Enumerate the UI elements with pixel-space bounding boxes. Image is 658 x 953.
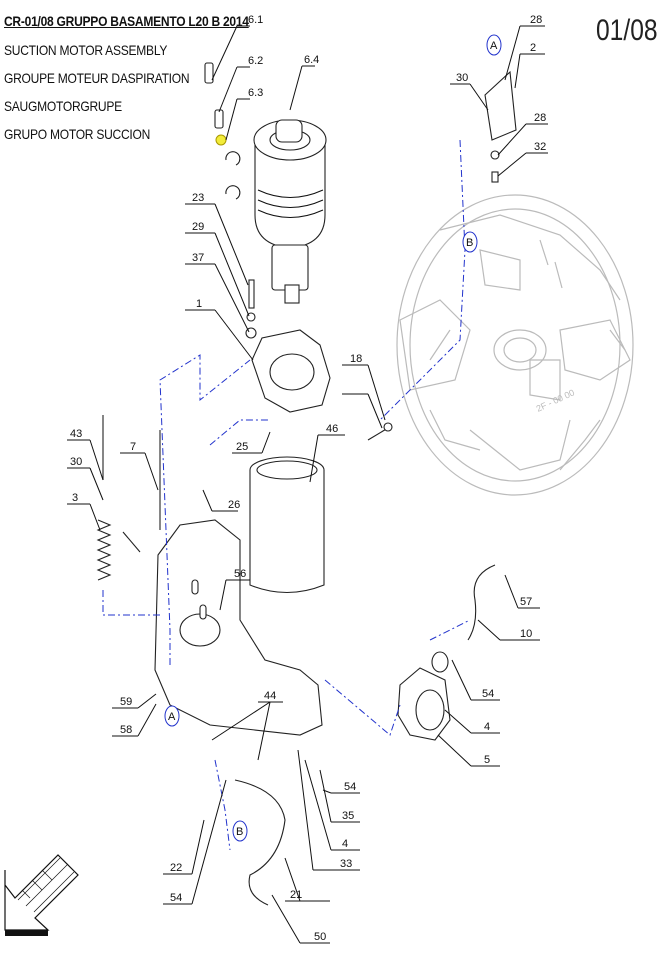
callout: 54 [170,892,182,904]
ref-marker-b-bottom: B [232,820,248,842]
callout: 32 [534,141,546,153]
callout: 6.4 [304,54,319,66]
callout: 4 [342,838,348,850]
leader-lines [67,25,548,944]
ref-marker-a-bottom: A [164,705,180,727]
callout: 44 [264,690,276,702]
callout: 6.1 [248,14,263,26]
callout: 6.3 [248,87,263,99]
callout: 30 [70,456,82,468]
callout: 21 [290,889,302,901]
callout: 2 [530,42,536,54]
callout: 25 [236,441,248,453]
suction-motor [253,119,327,304]
callout: 10 [520,628,532,640]
base-plate-ghost [396,194,634,496]
callout: 50 [314,931,326,943]
callout: 58 [120,724,132,736]
callout: 43 [70,428,82,440]
clip-6-2 [214,109,224,129]
spring [96,519,112,581]
callout: 28 [534,112,546,124]
drawing-title: CR-01/08 GRUPPO BASAMENTO L20 B 2014 [4,13,249,29]
clip-6-1 [204,62,214,84]
svg-text:A: A [490,40,498,52]
ref-marker-b-top: B [462,231,478,253]
callout: 54 [344,781,356,793]
callout: 23 [192,192,204,204]
callout: 28 [530,14,542,26]
callout: 57 [520,596,532,608]
callout: 33 [340,858,352,870]
bolt-23 [248,279,255,309]
hose-50 [234,779,286,906]
subtitle-fr: GROUPE MOTEUR DASPIRATION [4,70,190,86]
callout: 1 [196,298,202,310]
callout-labels: 6.1 6.2 6.3 6.4 23 29 37 1 25 26 46 56 4… [70,14,546,943]
highlight-dot [215,134,227,146]
callout: 35 [342,810,354,822]
ref-marker-a-top: A [486,34,502,56]
orientation-arrow-icon [4,854,79,936]
svg-text:A: A [168,711,176,723]
hose-10 [467,564,496,641]
base-plate-stamp: 2F - 00 00 [535,387,576,413]
spring-clips [225,151,241,200]
callout: 18 [350,353,362,365]
callout: 7 [130,441,136,453]
callout: 5 [484,754,490,766]
bracket-2 [484,70,517,141]
callout: 37 [192,252,204,264]
callout: 56 [234,568,246,580]
callout: 26 [228,499,240,511]
subtitle-de: SAUGMOTORGRUPE [4,98,122,114]
subtitle-es: GRUPO MOTOR SUCCION [4,126,151,142]
callout: 3 [72,492,78,504]
svg-text:B: B [466,237,473,249]
callout: 29 [192,221,204,233]
callout: 4 [484,721,490,733]
callout: 30 [456,72,468,84]
svg-text:B: B [236,826,243,838]
callout: 22 [170,862,182,874]
page-number: 01/08 [596,14,658,47]
callout: 46 [326,423,338,435]
callout: 59 [120,696,132,708]
callout: 6.2 [248,55,263,67]
subtitle-en: SUCTION MOTOR ASSEMBLY [4,42,168,58]
callout: 54 [482,688,494,700]
